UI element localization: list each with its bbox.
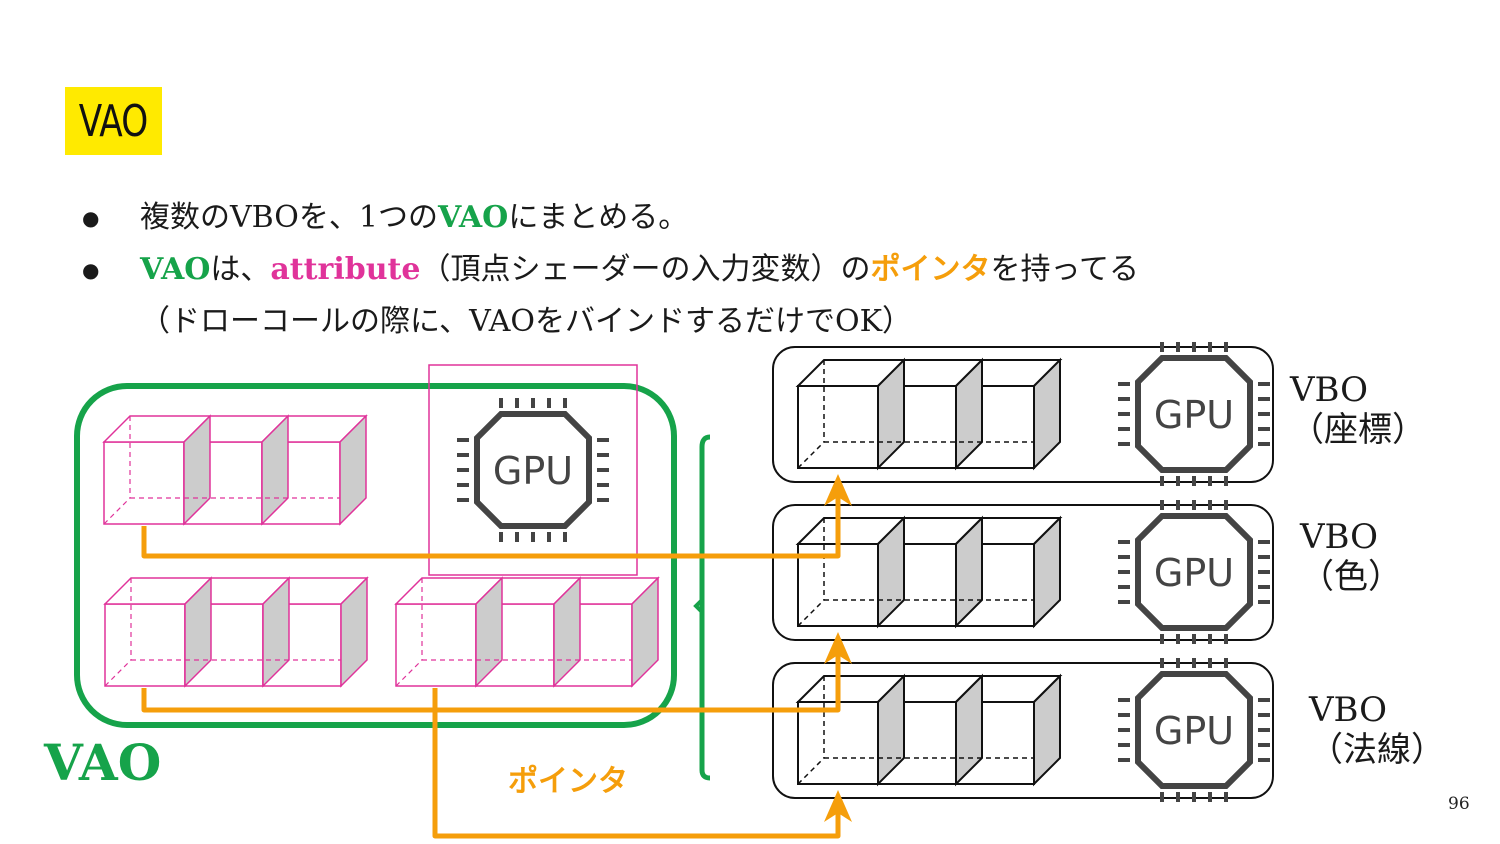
bullet-2-attribute: attribute <box>270 252 421 287</box>
page-number: 96 <box>1448 794 1470 814</box>
bullet-2-text-f: を持ってる <box>990 252 1139 287</box>
gpu-highlight-box <box>428 364 638 576</box>
slide-title: VAO <box>79 95 149 147</box>
bullet-2-vao: VAO <box>140 252 211 287</box>
vao-label: VAO <box>44 733 162 792</box>
pointer-arrow-position <box>141 482 841 559</box>
vao-bracket <box>699 434 711 781</box>
bullet-item-1: ● 複数のVBOを、1つのVAOにまとめる。 <box>82 192 1139 244</box>
vbo-label-normal-name: VBO <box>1309 690 1388 730</box>
vbo-label-color-sub: （色） <box>1300 557 1402 597</box>
pointer-arrow-normal <box>432 688 841 839</box>
bullet-list: ● 複数のVBOを、1つのVAOにまとめる。 ● VAOは、attribute（… <box>82 192 1139 348</box>
vbo-gpu-text-1: GPU <box>1154 393 1234 437</box>
bullet-dot-icon: ● <box>82 258 100 282</box>
bullet-2-continuation: （ドローコールの際に、VAOをバインドするだけでOK） <box>140 304 912 339</box>
vbo-label-position-name: VBO <box>1290 370 1369 410</box>
vbo-label-color: VBO （色） <box>1300 517 1402 597</box>
vbo-gpu-text-2: GPU <box>1154 551 1234 595</box>
slide-title-badge: VAO <box>65 87 162 155</box>
vbo-gpu-text-3: GPU <box>1154 709 1234 753</box>
bullet-2-text-d: （頂点シェーダーの入力変数）の <box>420 252 871 287</box>
pointer-arrowheads <box>824 474 852 822</box>
pointer-label: ポインタ <box>508 764 628 799</box>
vbo-label-position-sub: （座標） <box>1290 410 1426 450</box>
vbo-label-normal-sub: （法線） <box>1309 730 1445 770</box>
pointer-arrow-color <box>141 640 841 713</box>
bullet-1-vao: VAO <box>437 200 509 235</box>
bullet-1-text-a: 複数のVBOを、1つの <box>140 200 438 235</box>
bullet-2-pointer: ポインタ <box>870 252 991 287</box>
bullet-2-text-b: は、 <box>210 252 271 287</box>
bullet-1-text-c: にまとめる。 <box>508 200 689 235</box>
vbo-label-color-name: VBO <box>1300 517 1379 557</box>
bullet-item-2: ● VAOは、attribute（頂点シェーダーの入力変数）のポインタを持ってる <box>82 244 1139 296</box>
vbo-label-normal: VBO （法線） <box>1309 690 1445 770</box>
bullet-dot-icon: ● <box>82 206 100 230</box>
pointer-arrows <box>141 482 841 839</box>
vao-gpu-text: GPU <box>493 449 573 493</box>
vbo-label-position: VBO （座標） <box>1290 370 1426 450</box>
